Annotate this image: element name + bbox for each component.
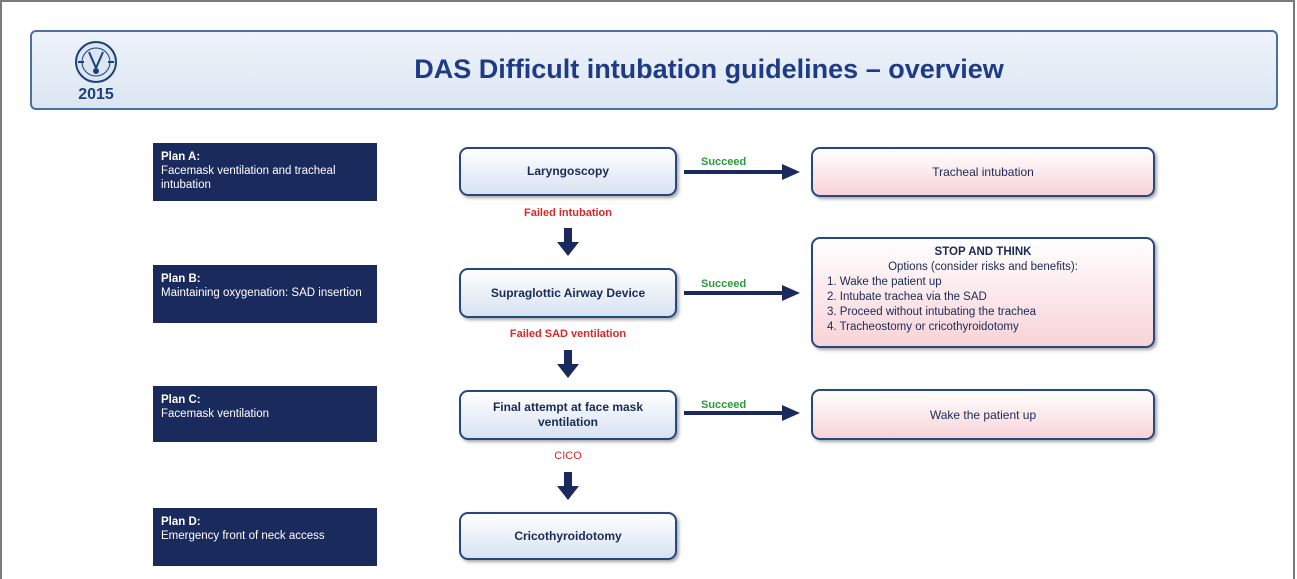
year-label: 2015	[78, 86, 114, 103]
options-list: 1. Wake the patient up 2. Intubate trach…	[827, 275, 1153, 335]
wake-patient-outcome: Wake the patient up	[811, 389, 1155, 440]
succeed-label-a: Succeed	[701, 156, 747, 168]
plan-b-label: Plan B: Maintaining oxygenation: SAD ins…	[153, 265, 377, 323]
cico-label: CICO	[554, 450, 582, 462]
plan-c-label: Plan C: Facemask ventilation	[153, 386, 377, 442]
succeed-arrow-a	[684, 164, 800, 180]
plan-d-label: Plan D: Emergency front of neck access	[153, 508, 377, 566]
plan-a-name: Plan A:	[161, 151, 201, 163]
face-mask-label: Final attempt at face mask ventilation	[492, 400, 644, 429]
laryngoscopy-node: Laryngoscopy	[459, 147, 677, 196]
wake-patient-label: Wake the patient up	[929, 407, 1037, 422]
plan-b-name: Plan B:	[161, 273, 201, 285]
succeed-arrow-b	[684, 285, 800, 301]
succeed-label-c: Succeed	[701, 399, 747, 411]
das-logo: 2015	[56, 38, 136, 104]
airway-society-emblem-icon	[75, 41, 117, 83]
cricothyroidotomy-label: Cricothyroidotomy	[514, 528, 622, 543]
face-mask-node: Final attempt at face mask ventilation	[459, 390, 677, 440]
failed-intubation-label: Failed intubation	[524, 207, 612, 219]
tracheal-intubation-outcome: Tracheal intubation	[811, 147, 1155, 197]
sad-node: Supraglottic Airway Device	[459, 268, 677, 318]
cricothyroidotomy-node: Cricothyroidotomy	[459, 512, 677, 560]
plan-b-desc: Maintaining oxygenation: SAD insertion	[161, 287, 362, 299]
plan-c-name: Plan C:	[161, 394, 201, 406]
down-arrow-c	[557, 472, 579, 500]
tracheal-intubation-label: Tracheal intubation	[932, 165, 1034, 179]
down-arrow-a	[557, 228, 579, 256]
option-item: 1. Wake the patient up	[827, 276, 942, 288]
plan-a-label: Plan A: Facemask ventilation and trachea…	[153, 143, 377, 201]
plan-a-desc: Facemask ventilation and tracheal intuba…	[161, 165, 336, 191]
option-item: 4. Tracheostomy or cricothyroidotomy	[827, 321, 1019, 333]
option-item: 3. Proceed without intubating the trache…	[827, 306, 1037, 318]
laryngoscopy-label: Laryngoscopy	[526, 164, 610, 178]
plan-c-desc: Facemask ventilation	[161, 408, 270, 420]
header-banner: 2015 DAS Difficult intubation guidelines…	[30, 30, 1278, 110]
sad-label: Supraglottic Airway Device	[490, 285, 646, 300]
succeed-arrow-c	[684, 405, 800, 421]
plan-d-desc: Emergency front of neck access	[161, 530, 325, 542]
down-arrow-b	[557, 350, 579, 378]
succeed-label-b: Succeed	[701, 278, 747, 290]
page-title: DAS Difficult intubation guidelines – ov…	[414, 54, 1004, 84]
plan-d-name: Plan D:	[161, 516, 201, 528]
stop-and-think-subtitle: Options (consider risks and benefits):	[888, 261, 1078, 273]
stop-and-think-title: STOP AND THINK	[934, 246, 1032, 258]
stop-and-think-box: STOP AND THINK Options (consider risks a…	[811, 237, 1155, 348]
option-item: 2. Intubate trachea via the SAD	[827, 291, 987, 303]
failed-sad-ventilation-label: Failed SAD ventilation	[509, 328, 627, 340]
